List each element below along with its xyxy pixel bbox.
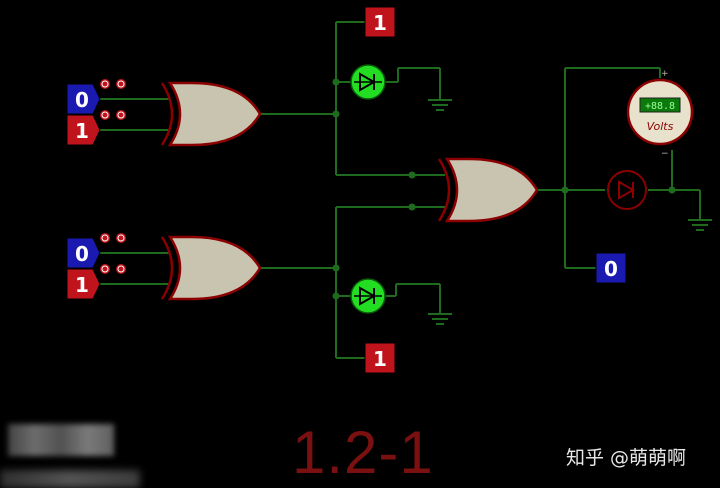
blurred-region [8, 424, 114, 456]
voltmeter-reading: +88.8 [645, 101, 675, 112]
svg-text:0: 0 [75, 242, 89, 266]
svg-text:1: 1 [373, 347, 387, 371]
led-bottom[interactable] [350, 278, 386, 314]
svg-text:+: + [661, 69, 669, 79]
svg-text:0: 0 [604, 257, 618, 281]
wires [100, 21, 701, 359]
led-top[interactable] [350, 64, 386, 100]
blurred-region-2 [0, 470, 140, 488]
voltmeter[interactable]: +88.8 Volts [626, 78, 694, 146]
logic-input-a2[interactable]: 0 [66, 237, 101, 269]
xor-gate-sum[interactable] [437, 157, 539, 223]
svg-text:1: 1 [75, 273, 89, 297]
led-sum[interactable] [607, 170, 647, 210]
watermark: 知乎 @萌萌啊 [566, 447, 687, 469]
logic-probe-top: 1 [364, 6, 396, 38]
xor-gate-bottom[interactable] [160, 235, 262, 301]
junction-dots [332, 78, 676, 300]
logic-input-b2[interactable]: 1 [66, 268, 101, 300]
voltmeter-unit: Volts [647, 120, 674, 133]
svg-text:1: 1 [373, 11, 387, 35]
logic-probe-bottom: 1 [364, 342, 396, 374]
logic-probe-sum: 0 [595, 252, 627, 284]
figure-caption: 1.2-1 [292, 419, 434, 486]
svg-text:−: − [661, 149, 669, 159]
xor-gate-top[interactable] [160, 81, 262, 147]
svg-text:0: 0 [75, 88, 89, 112]
svg-text:1: 1 [75, 119, 89, 143]
logic-input-a1[interactable]: 0 [66, 83, 101, 115]
logic-input-b1[interactable]: 1 [66, 114, 101, 146]
